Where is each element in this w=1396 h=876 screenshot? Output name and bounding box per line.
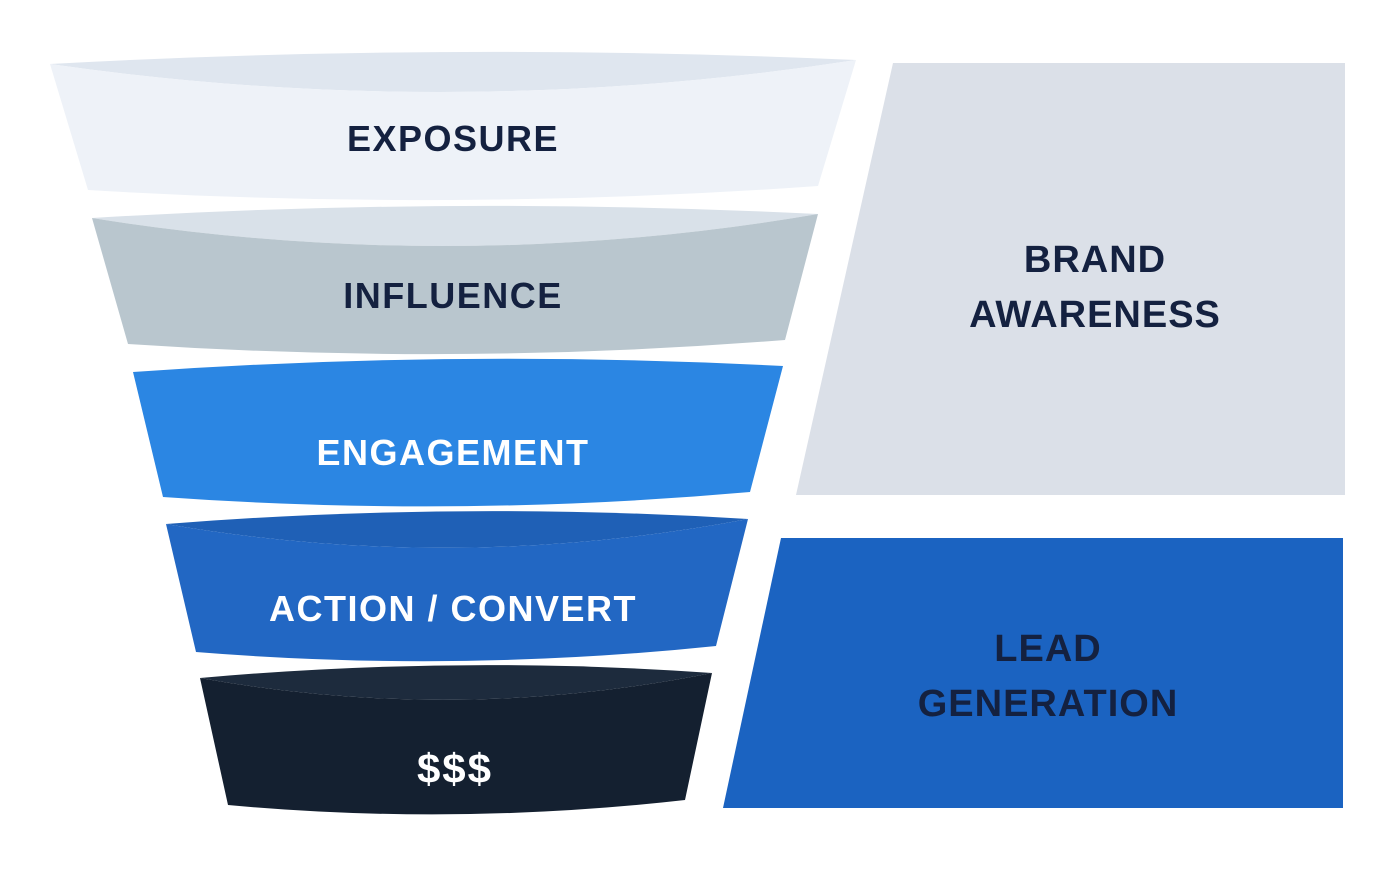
panel-brand-awareness-line2: AWARENESS [969, 294, 1221, 336]
funnel-stage-money: $$$ [200, 665, 712, 815]
funnel-stage-money-shape [200, 673, 712, 815]
panel-brand-awareness-line1: BRAND [1024, 239, 1166, 281]
funnel-stage-exposure-shape [50, 60, 856, 201]
panel-lead-generation: LEAD GENERATION [723, 538, 1343, 808]
panel-lead-generation-shape [723, 538, 1343, 808]
funnel-stage-exposure-lip [50, 51, 856, 93]
funnel-stage-action-convert-lip [166, 511, 748, 548]
funnel-stage-action-convert-shape [166, 519, 748, 662]
panel-lead-generation-line1: LEAD [994, 628, 1101, 670]
funnel-stage-exposure-label: EXPOSURE [347, 118, 559, 159]
panel-lead-generation-line2: GENERATION [918, 683, 1179, 725]
funnel-stage-action-convert-label: ACTION / CONVERT [269, 588, 637, 629]
panel-brand-awareness: BRAND AWARENESS [796, 63, 1345, 495]
panel-brand-awareness-shape [796, 63, 1345, 495]
funnel-stage-engagement-shape [133, 358, 783, 507]
funnel-stage-influence: INFLUENCE [92, 205, 818, 355]
funnel-stage-engagement-label: ENGAGEMENT [316, 432, 589, 473]
funnel-stage-money-label: $$$ [417, 745, 493, 792]
funnel-stage-influence-lip [92, 205, 818, 247]
funnel-stage-action-convert: ACTION / CONVERT [166, 511, 748, 662]
funnel-stage-exposure: EXPOSURE [50, 51, 856, 201]
funnel-stage-engagement: ENGAGEMENT [133, 358, 783, 507]
funnel-stage-influence-shape [92, 214, 818, 355]
funnel-stage-influence-label: INFLUENCE [343, 275, 563, 316]
funnel-stage-money-lip [200, 665, 712, 700]
